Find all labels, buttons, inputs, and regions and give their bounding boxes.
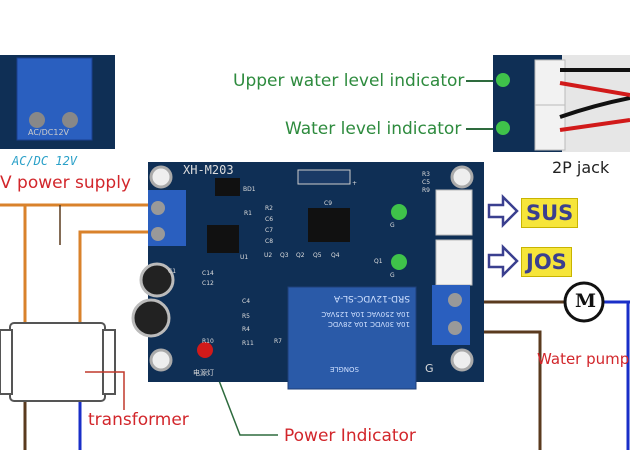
silk-label: C1 — [168, 268, 177, 275]
silk-label: R3 — [422, 171, 430, 178]
relay-brand: SONGLE — [330, 365, 359, 373]
wire-orange-1 — [0, 203, 27, 325]
ic-u2 — [308, 208, 350, 242]
relay-model: SRD-12VDC-SL-A — [334, 293, 410, 303]
silk-label: R2 — [265, 205, 273, 212]
silk-label: U1 — [240, 254, 249, 261]
silk-label: G — [390, 222, 395, 229]
power-indicator-leader — [217, 377, 278, 436]
wire-orange-2 — [78, 230, 150, 325]
silk-label: R1 — [244, 210, 252, 217]
silk-label: R5 — [242, 313, 250, 320]
silk-label: Q4 — [331, 252, 340, 259]
silk-label: Q3 — [280, 252, 289, 259]
power-indicator-label: Power Indicator — [284, 426, 416, 446]
silk-label: R4 — [242, 326, 250, 333]
mount-hole-tr — [450, 165, 474, 189]
silk-label: G — [390, 272, 395, 279]
silk-label: R7 — [274, 338, 282, 345]
inset-caption: AC/DC 12V — [12, 154, 78, 168]
silk-label: + — [352, 180, 358, 187]
arrow-icon-sus — [487, 193, 519, 229]
arrow-icon-jos — [487, 243, 519, 279]
silk-label: BD1 — [243, 186, 256, 193]
transformer-side-left — [0, 329, 13, 395]
silk-label: R9 — [422, 187, 430, 194]
inset-jack-2 — [534, 104, 566, 151]
led-green-1 — [391, 204, 407, 220]
regulator-u1 — [207, 225, 239, 253]
silk-label: R11 — [242, 340, 254, 347]
silk-label: C5 — [422, 179, 431, 186]
motor-symbol — [563, 281, 605, 323]
inset-terminal-block — [16, 57, 93, 141]
led-green-2 — [391, 254, 407, 270]
sensor-jack-lower — [435, 239, 473, 286]
transformer-label: transformer — [88, 410, 189, 430]
header-pins — [297, 169, 351, 185]
silk-label: C4 — [242, 298, 251, 305]
inset-wires-black — [559, 68, 630, 119]
power-supply-label: V power supply — [0, 173, 131, 193]
bridge-bd1 — [215, 178, 240, 196]
output-terminal — [432, 285, 470, 345]
silk-label: C14 — [202, 270, 214, 277]
cap-c2 — [131, 298, 171, 338]
inset-led-upper — [496, 73, 510, 87]
transformer-callout — [85, 371, 125, 410]
relay-body — [287, 286, 417, 390]
transformer-core — [9, 322, 106, 402]
silk-label: U2 — [264, 252, 273, 259]
transformer-side-right — [102, 329, 116, 395]
board-model: XH-M203 — [183, 163, 234, 177]
mount-hole-bl — [149, 348, 173, 372]
silk-label: C12 — [202, 280, 214, 287]
silk-label: C9 — [324, 200, 333, 207]
silk-label: C8 — [265, 238, 274, 245]
output-tag-jos: JOS — [521, 247, 572, 277]
silk-label: C6 — [265, 216, 274, 223]
silk-label: Q2 — [296, 252, 305, 259]
led-power-red — [197, 342, 213, 358]
cap-c1 — [139, 262, 175, 298]
relay-rating-1: 10A 250VAC 10A 125VAC — [321, 310, 410, 318]
silk-label: Q5 — [313, 252, 322, 259]
water-pump-label: Water pump — [537, 350, 630, 368]
output-screw-2 — [448, 321, 462, 335]
silk-label: C7 — [265, 227, 274, 234]
jack-label: 2P jack — [552, 158, 610, 177]
relay-rating-2: 10A 30VDC 10A 28VDC — [327, 320, 410, 328]
motor-label: M — [575, 290, 597, 312]
silk-label: Q1 — [374, 258, 383, 265]
inset-led-lower — [496, 121, 510, 135]
inset-board-print: AC/DC12V — [28, 128, 70, 137]
wire-brown-down — [470, 330, 542, 450]
water-indicator-label: Water level indicator — [285, 119, 462, 139]
mount-hole-tl — [149, 165, 173, 189]
inset-screw-1 — [29, 112, 45, 128]
silk-label: R10 — [202, 338, 214, 345]
silk-v3: G — [425, 362, 434, 375]
inset-screw-2 — [62, 112, 78, 128]
led-caption: 电源灯 — [193, 369, 214, 377]
output-tag-sus: SUS — [521, 198, 579, 228]
output-screw-1 — [448, 293, 462, 307]
mount-hole-br — [450, 348, 474, 372]
power-screw-2 — [151, 227, 165, 241]
upper-indicator-label: Upper water level indicator — [233, 71, 465, 91]
sensor-jack-upper — [435, 189, 473, 236]
power-screw-1 — [151, 201, 165, 215]
inset-wires-red — [559, 81, 630, 132]
